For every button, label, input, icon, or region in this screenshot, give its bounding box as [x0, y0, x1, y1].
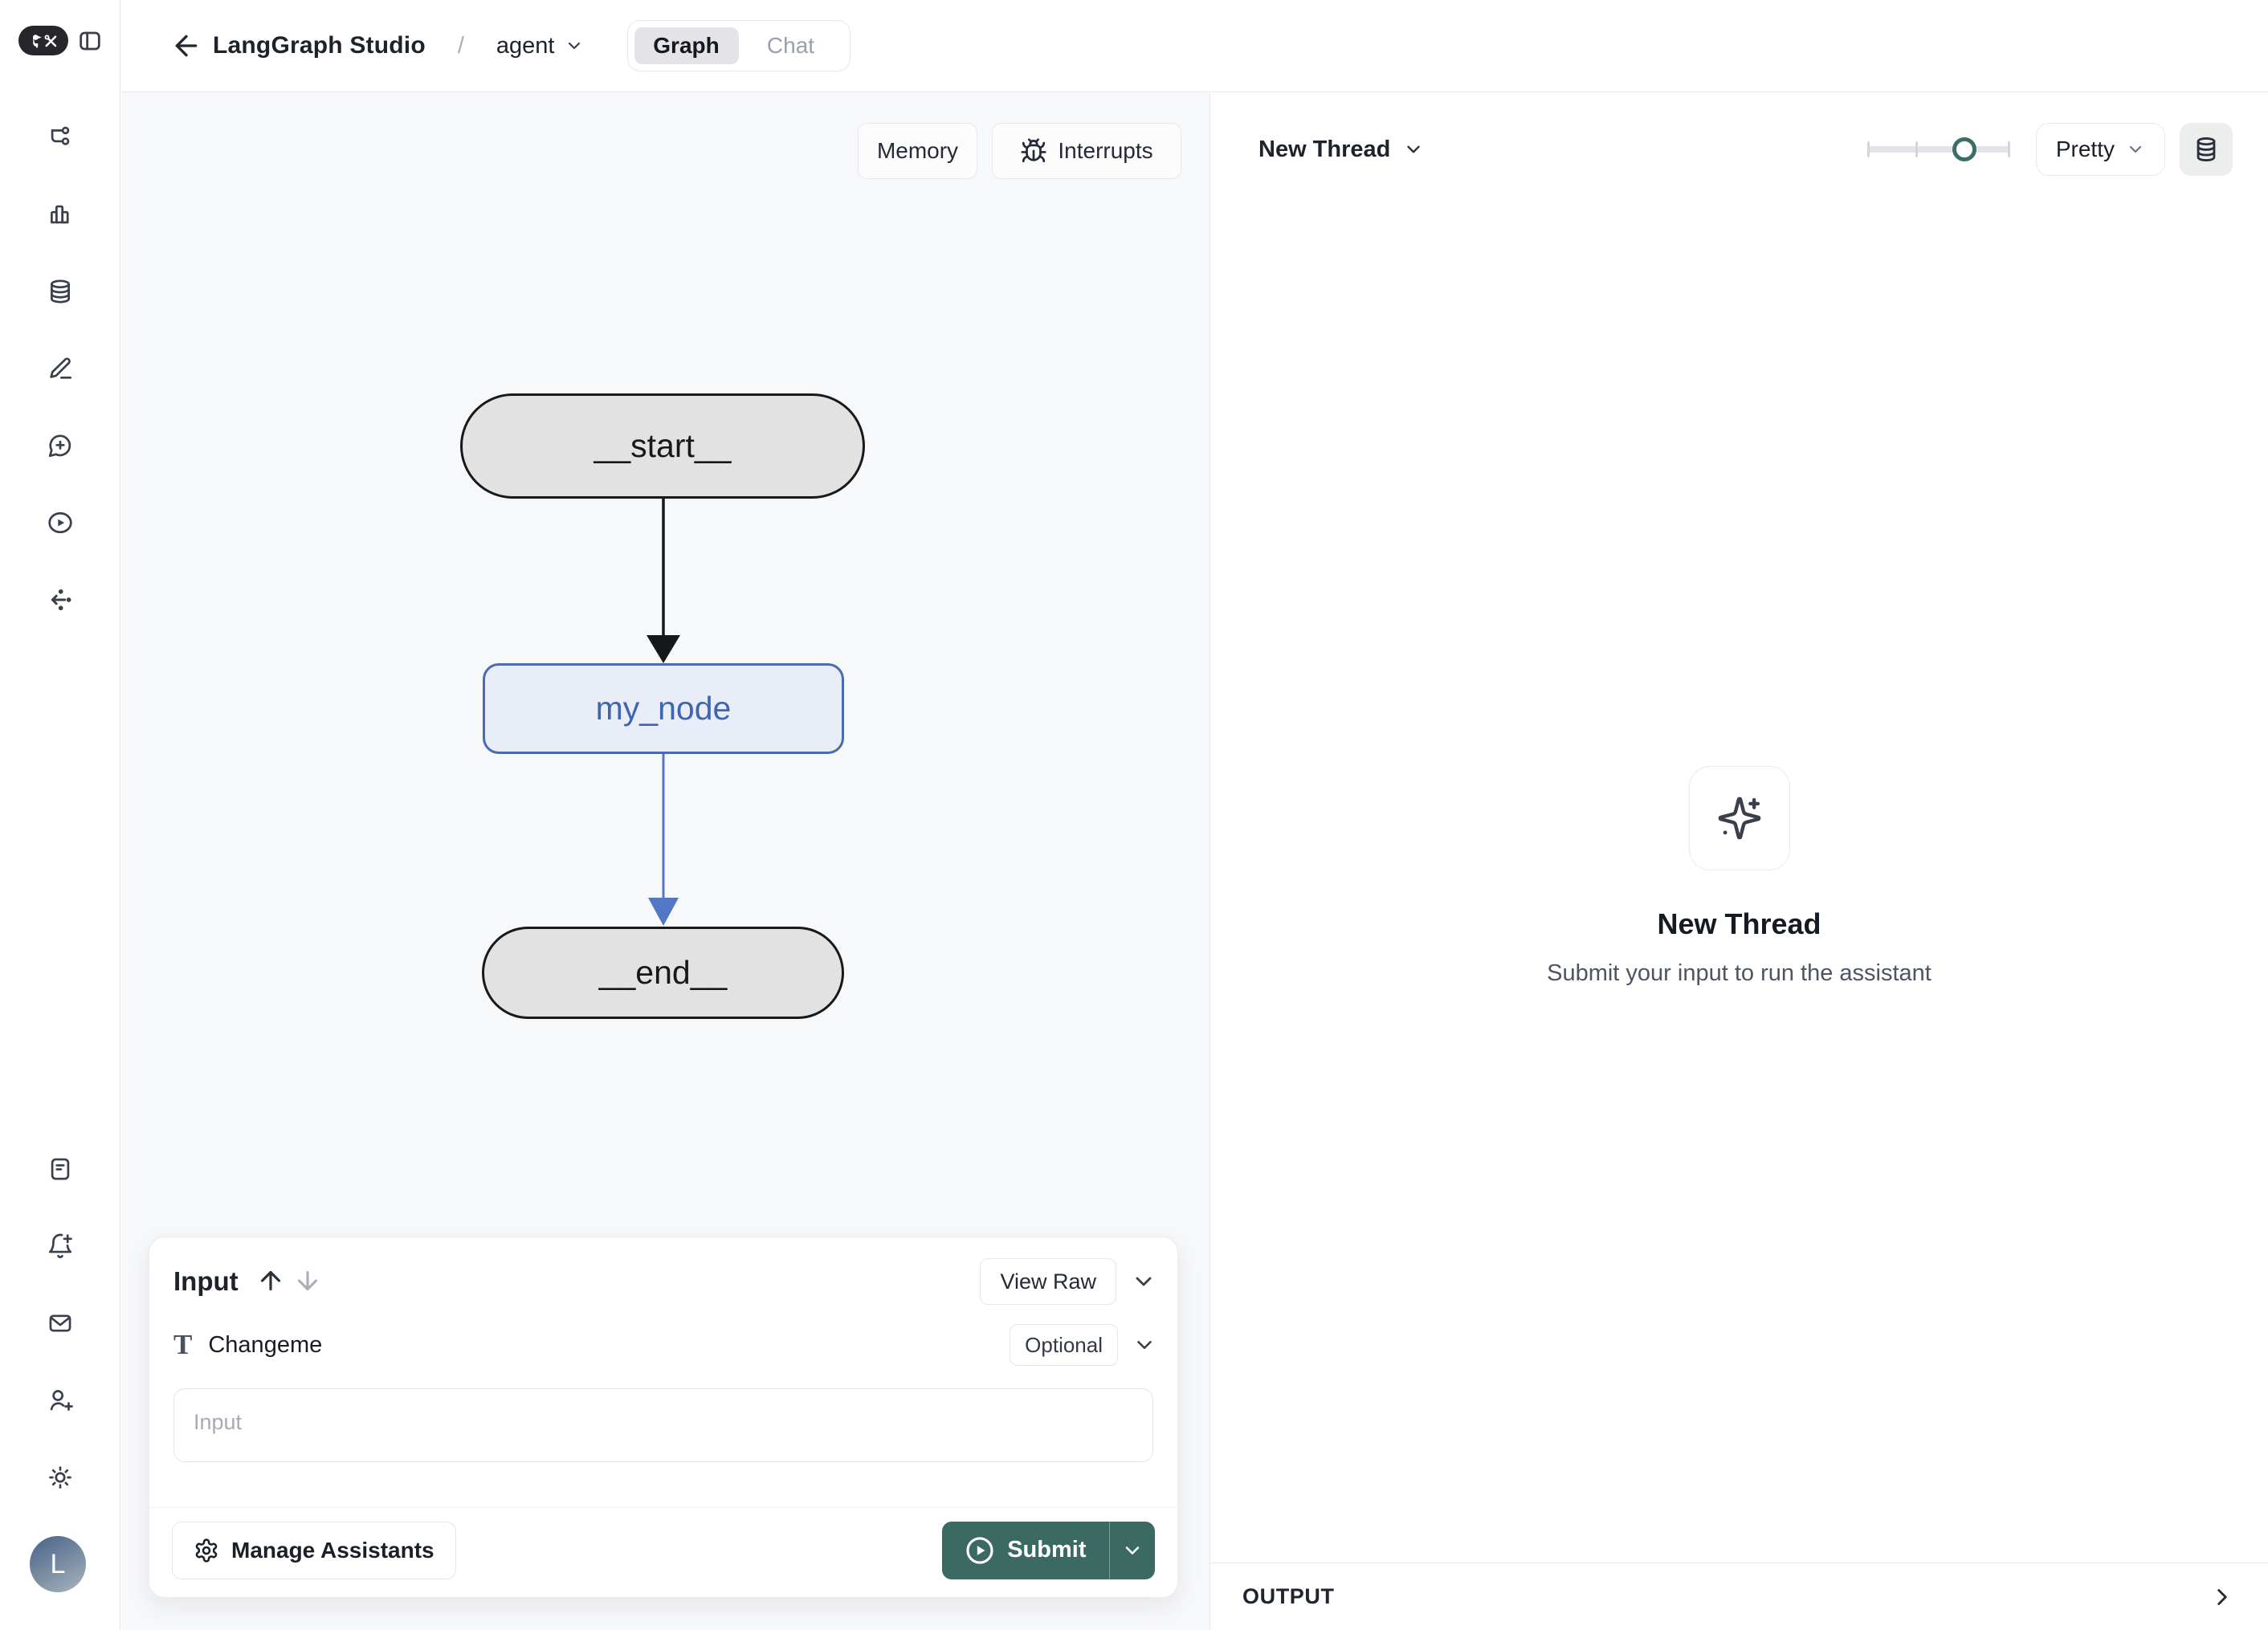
chevron-right-icon[interactable] — [2209, 1583, 2236, 1611]
notes-icon[interactable] — [47, 1155, 74, 1183]
trace-route-icon[interactable] — [47, 586, 74, 613]
sidebar: L — [0, 0, 120, 1630]
sparkles-icon — [1718, 797, 1760, 840]
tab-graph[interactable]: Graph — [634, 27, 739, 64]
gear-icon — [195, 1538, 218, 1563]
agent-name: agent — [496, 32, 555, 59]
mail-icon[interactable] — [47, 1310, 74, 1337]
chevron-down-icon — [1125, 1546, 1140, 1555]
memory-button-label: Memory — [876, 138, 959, 163]
view-switcher: Graph Chat — [626, 20, 850, 71]
node-end-label: __end__ — [598, 954, 728, 991]
page-title: LangGraph Studio — [213, 32, 426, 59]
edit-icon[interactable] — [47, 355, 74, 382]
graph-node-start[interactable]: __start__ — [460, 393, 865, 499]
panel-left-toggle-icon[interactable] — [77, 28, 103, 54]
input-panel-title: Input — [173, 1266, 239, 1296]
sidebar-top-nav — [0, 124, 120, 613]
database-icon — [2197, 137, 2216, 162]
submit-divider — [1108, 1521, 1110, 1579]
graph-node-my-node[interactable]: my_node — [483, 663, 844, 754]
thread-panel: New Thread Pretty — [1210, 93, 2268, 1630]
input-panel: Input View Raw T Changeme Optional — [149, 1237, 1178, 1598]
sidebar-bottom-nav — [0, 1155, 120, 1491]
collapse-field-icon[interactable] — [1132, 1333, 1156, 1357]
graph-canvas[interactable]: Memory Interrupts __start__ my_node __en… — [121, 93, 1210, 1630]
state-view-button[interactable] — [2180, 123, 2233, 176]
input-textarea[interactable] — [173, 1388, 1153, 1462]
output-label: OUTPUT — [1242, 1584, 1335, 1608]
manage-assistants-label: Manage Assistants — [231, 1537, 434, 1563]
submit-button[interactable]: Submit — [942, 1522, 1108, 1579]
field-label: Changeme — [208, 1331, 323, 1358]
render-mode-value: Pretty — [2055, 137, 2115, 161]
submit-split-button: Submit — [942, 1521, 1155, 1579]
add-user-icon[interactable] — [47, 1387, 74, 1414]
node-start-label: __start__ — [594, 427, 732, 464]
avatar-initial: L — [50, 1548, 66, 1579]
input-panel-footer: Manage Assistants Submit — [149, 1507, 1177, 1597]
manage-assistants-button[interactable]: Manage Assistants — [172, 1521, 456, 1579]
interrupts-button-label: Interrupts — [1058, 138, 1153, 163]
bug-icon — [1021, 138, 1046, 163]
bar-chart-icon[interactable] — [47, 201, 74, 228]
move-up-icon[interactable] — [256, 1266, 287, 1297]
workflow-icon[interactable] — [47, 124, 74, 151]
theme-icon[interactable] — [47, 1464, 74, 1491]
back-icon[interactable] — [169, 29, 203, 63]
sparkles-card — [1688, 766, 1790, 870]
interrupts-button[interactable]: Interrupts — [992, 123, 1181, 179]
output-section[interactable]: OUTPUT — [1210, 1563, 2268, 1630]
breadcrumb-separator: / — [457, 32, 464, 59]
chevron-down-icon — [568, 42, 580, 50]
user-avatar[interactable]: L — [30, 1536, 86, 1592]
view-raw-button[interactable]: View Raw — [980, 1258, 1116, 1305]
thread-chevron-down-icon[interactable] — [1403, 139, 1424, 160]
slider-knob[interactable] — [1952, 137, 1976, 161]
node-my-node-label: my_node — [595, 690, 732, 727]
text-type-icon: T — [173, 1329, 193, 1360]
render-mode-select[interactable]: Pretty — [2035, 123, 2165, 176]
graph-edges — [647, 499, 680, 926]
thread-title: New Thread — [1258, 136, 1391, 162]
view-raw-label: View Raw — [1000, 1269, 1096, 1294]
database-icon[interactable] — [47, 278, 74, 305]
detail-level-slider[interactable] — [1866, 136, 2010, 163]
memory-button[interactable]: Memory — [858, 123, 977, 179]
tab-chat[interactable]: Chat — [766, 33, 815, 58]
chevron-down-icon — [2129, 145, 2142, 153]
langchain-logo — [18, 26, 68, 55]
empty-state: New Thread Submit your input to run the … — [1210, 766, 2268, 987]
move-down-icon[interactable] — [293, 1266, 324, 1297]
bell-plus-icon[interactable] — [47, 1233, 74, 1260]
submit-options-button[interactable] — [1110, 1522, 1155, 1579]
play-circle-icon — [966, 1536, 993, 1564]
submit-label: Submit — [1007, 1537, 1087, 1563]
play-circle-icon[interactable] — [47, 509, 74, 536]
new-chat-icon[interactable] — [47, 432, 74, 459]
empty-state-subtitle: Submit your input to run the assistant — [1547, 960, 1931, 986]
agent-selector[interactable]: agent — [496, 33, 584, 59]
collapse-input-icon[interactable] — [1131, 1269, 1156, 1294]
graph-node-end[interactable]: __end__ — [482, 927, 844, 1019]
top-header: LangGraph Studio / agent Graph Chat — [121, 0, 2268, 92]
empty-state-title: New Thread — [1657, 907, 1821, 940]
optional-badge: Optional — [1010, 1324, 1118, 1366]
